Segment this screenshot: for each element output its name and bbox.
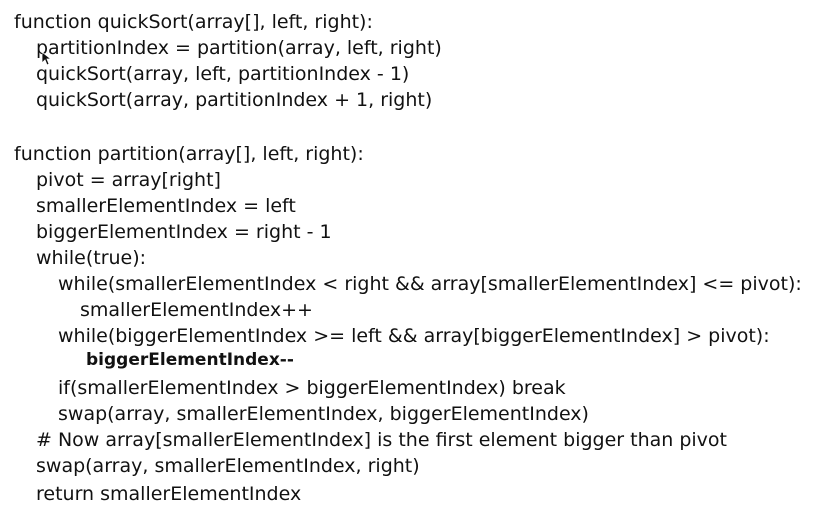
code-line-8: biggerElementIndex = right - 1 bbox=[36, 221, 332, 243]
code-line-13: biggerElementIndex-- bbox=[86, 350, 294, 370]
code-line-2: partitionIndex = partition(array, left, … bbox=[36, 37, 442, 59]
code-line-12: while(biggerElementIndex >= left && arra… bbox=[58, 325, 770, 347]
code-line-5: function partition(array[], left, right)… bbox=[14, 143, 364, 165]
code-line-7: smallerElementIndex = left bbox=[36, 195, 296, 217]
code-line-14: if(smallerElementIndex > biggerElementIn… bbox=[58, 377, 566, 399]
code-line-6: pivot = array[right] bbox=[36, 169, 221, 191]
code-line-1: function quickSort(array[], left, right)… bbox=[14, 11, 373, 33]
code-line-16: # Now array[smallerElementIndex] is the … bbox=[36, 429, 728, 451]
code-line-17: swap(array, smallerElementIndex, right) bbox=[36, 455, 420, 477]
code-line-4: quickSort(array, partitionIndex + 1, rig… bbox=[36, 89, 433, 111]
code-line-3: quickSort(array, left, partitionIndex - … bbox=[36, 63, 410, 85]
mouse-pointer-icon bbox=[42, 52, 52, 66]
code-line-10: while(smallerElementIndex < right && arr… bbox=[58, 273, 802, 295]
code-line-18: return smallerElementIndex bbox=[36, 483, 302, 505]
code-line-11: smallerElementIndex++ bbox=[80, 299, 313, 321]
code-line-15: swap(array, smallerElementIndex, biggerE… bbox=[58, 403, 589, 425]
code-line-9: while(true): bbox=[36, 247, 147, 269]
